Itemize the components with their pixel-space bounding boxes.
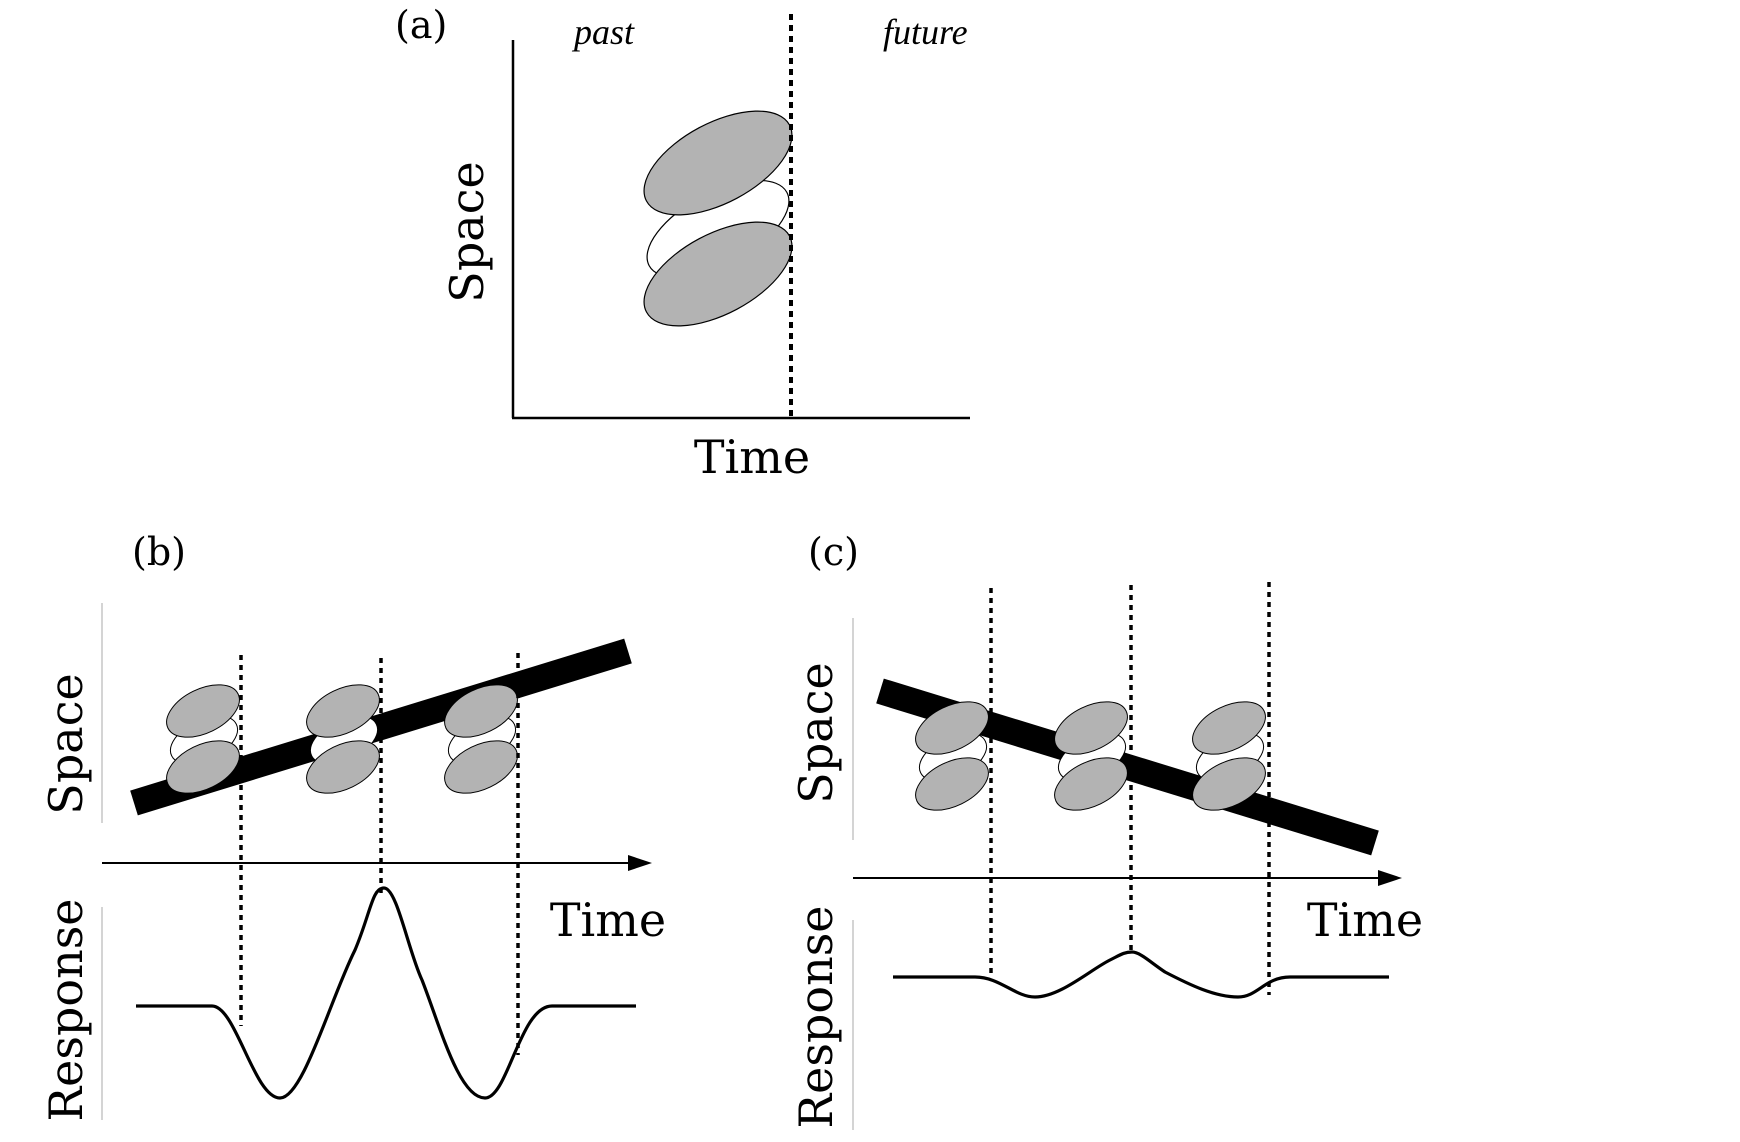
rf-group-1 (166, 684, 240, 794)
space-axis-label: Space (440, 161, 494, 302)
time-arrowhead (628, 855, 652, 871)
panel-b-label: (b) (132, 530, 186, 574)
rf-lower-lobe (306, 740, 380, 794)
time-axis-label: Time (550, 893, 666, 947)
rf-lower-lobe (1054, 757, 1128, 811)
past-label: past (571, 12, 635, 52)
time-axis-label: Time (694, 430, 810, 484)
rf-group-3 (444, 684, 518, 794)
response-axis-label: Response (39, 898, 93, 1121)
rf-upper-lobe (444, 684, 518, 738)
rf-group-2 (1054, 701, 1128, 811)
response-curve (136, 886, 636, 1100)
rf-upper-lobe (306, 684, 380, 738)
space-axis-label: Space (39, 673, 93, 814)
rf-group-2 (306, 684, 380, 794)
future-label: future (883, 12, 968, 52)
panel-c-label: (c) (808, 530, 859, 574)
rf-upper-lobe (915, 701, 989, 755)
panel-a: (a) past future Space Time (395, 3, 970, 484)
response-axis-label: Response (789, 905, 843, 1128)
panel-a-label: (a) (395, 3, 447, 47)
rf-upper-lobe (1054, 701, 1128, 755)
rf-lower-lobe (444, 740, 518, 794)
response-curve (893, 950, 1389, 999)
space-axis-label: Space (789, 662, 843, 803)
rf-group-1 (915, 701, 989, 811)
rf-lower-lobe (166, 740, 240, 794)
rf-lower-lobe (915, 757, 989, 811)
rf-group-3 (1192, 701, 1266, 811)
time-arrowhead (1378, 870, 1402, 886)
time-axis-label: Time (1307, 893, 1423, 947)
panel-b: (b) Space (39, 530, 666, 1122)
rf-upper-lobe (166, 684, 240, 738)
rf-lower-lobe (1192, 757, 1266, 811)
rf-upper-lobe (1192, 701, 1266, 755)
panel-c: (c) Space Ti (789, 530, 1423, 1130)
